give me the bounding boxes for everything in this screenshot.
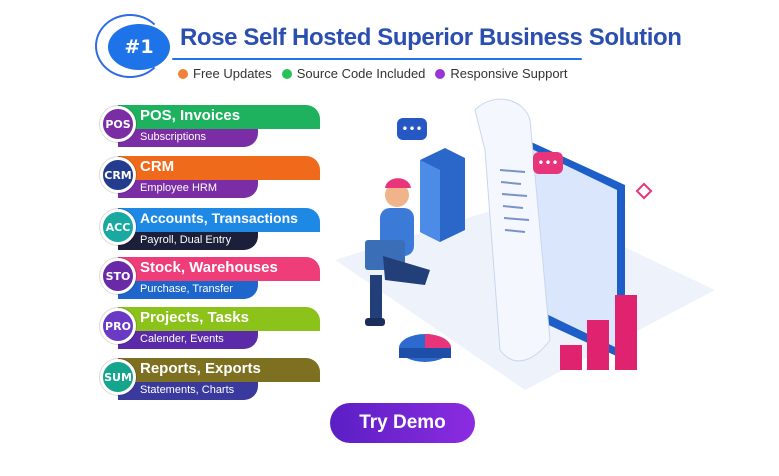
person-leg — [370, 275, 382, 320]
module-stock: Stock, Warehouses Purchase, Transfer STO — [100, 257, 320, 299]
feature-support: Responsive Support — [435, 66, 568, 81]
module-code-badge: ACC — [100, 209, 136, 245]
module-pos: POS, Invoices Subscriptions POS — [100, 105, 320, 147]
module-subbar — [118, 129, 258, 147]
feature-label: Source Code Included — [296, 66, 426, 81]
module-title: Accounts, Transactions — [140, 210, 298, 226]
module-subtitle: Employee HRM — [140, 182, 218, 194]
module-bar — [118, 105, 320, 129]
diamond-decoration — [635, 182, 653, 200]
module-code-badge: STO — [100, 258, 136, 294]
business-illustration: ••• ••• — [335, 98, 715, 390]
module-subbar — [118, 180, 258, 198]
module-subtitle: Statements, Charts — [140, 384, 235, 396]
bubble-dots: ••• — [401, 122, 422, 136]
module-code-badge: SUM — [100, 359, 136, 395]
module-bar — [118, 257, 320, 281]
receipt-lines — [499, 169, 530, 233]
chat-bubble-icon — [533, 152, 563, 174]
bar-cube — [615, 295, 637, 370]
badge-ring-decoration — [95, 14, 165, 78]
person-hair — [385, 178, 411, 188]
chat-bubble-icon — [397, 118, 427, 140]
module-subtitle: Payroll, Dual Entry — [140, 234, 232, 246]
purple-dot-icon — [435, 68, 446, 79]
module-code-badge: CRM — [100, 157, 136, 193]
rank-badge: #1 — [108, 24, 170, 70]
module-title: POS, Invoices — [140, 107, 241, 124]
module-title: Projects, Tasks — [140, 309, 249, 326]
page-title: Rose Self Hosted Superior Business Solut… — [180, 24, 682, 51]
pie-chart-base — [399, 348, 451, 358]
module-code-badge: PRO — [100, 308, 136, 344]
green-dot-icon — [281, 68, 292, 79]
orange-dot-icon — [178, 68, 188, 79]
module-subtitle: Purchase, Transfer — [140, 283, 233, 295]
module-projects: Projects, Tasks Calender, Events PRO — [100, 307, 320, 349]
stacked-blocks-side — [420, 160, 440, 242]
person-legs — [383, 256, 430, 285]
module-subbar — [118, 232, 258, 250]
module-title: Reports, Exports — [140, 360, 261, 377]
module-title: Stock, Warehouses — [140, 259, 278, 276]
module-accounts: Accounts, Transactions Payroll, Dual Ent… — [100, 208, 320, 250]
feature-source-code: Source Code Included — [281, 66, 426, 81]
module-subtitle: Subscriptions — [140, 131, 207, 143]
module-subbar — [118, 382, 258, 400]
pie-slice — [425, 334, 451, 348]
bar-cube — [560, 345, 582, 370]
module-bar — [118, 358, 320, 382]
person-head — [385, 183, 409, 207]
feature-list: Free Updates Source Code Included Respon… — [178, 66, 568, 81]
module-crm: CRM Employee HRM CRM — [100, 156, 320, 198]
person-shoe — [365, 318, 385, 326]
module-code-badge: POS — [100, 106, 136, 142]
module-reports: Reports, Exports Statements, Charts SUM — [100, 358, 320, 400]
module-subbar — [118, 331, 258, 349]
bar-cube — [587, 320, 609, 370]
module-bar — [118, 307, 320, 331]
bubble-dots: ••• — [537, 156, 558, 170]
module-subbar — [118, 281, 258, 299]
feature-label: Responsive Support — [450, 66, 568, 81]
module-bar — [118, 208, 320, 232]
try-demo-button[interactable]: Try Demo — [330, 403, 475, 443]
feature-label: Free Updates — [193, 66, 272, 81]
title-underline — [172, 58, 582, 60]
module-title: CRM — [140, 158, 175, 175]
feature-free-updates: Free Updates — [178, 66, 272, 81]
module-subtitle: Calender, Events — [140, 333, 224, 345]
module-bar — [118, 156, 320, 180]
